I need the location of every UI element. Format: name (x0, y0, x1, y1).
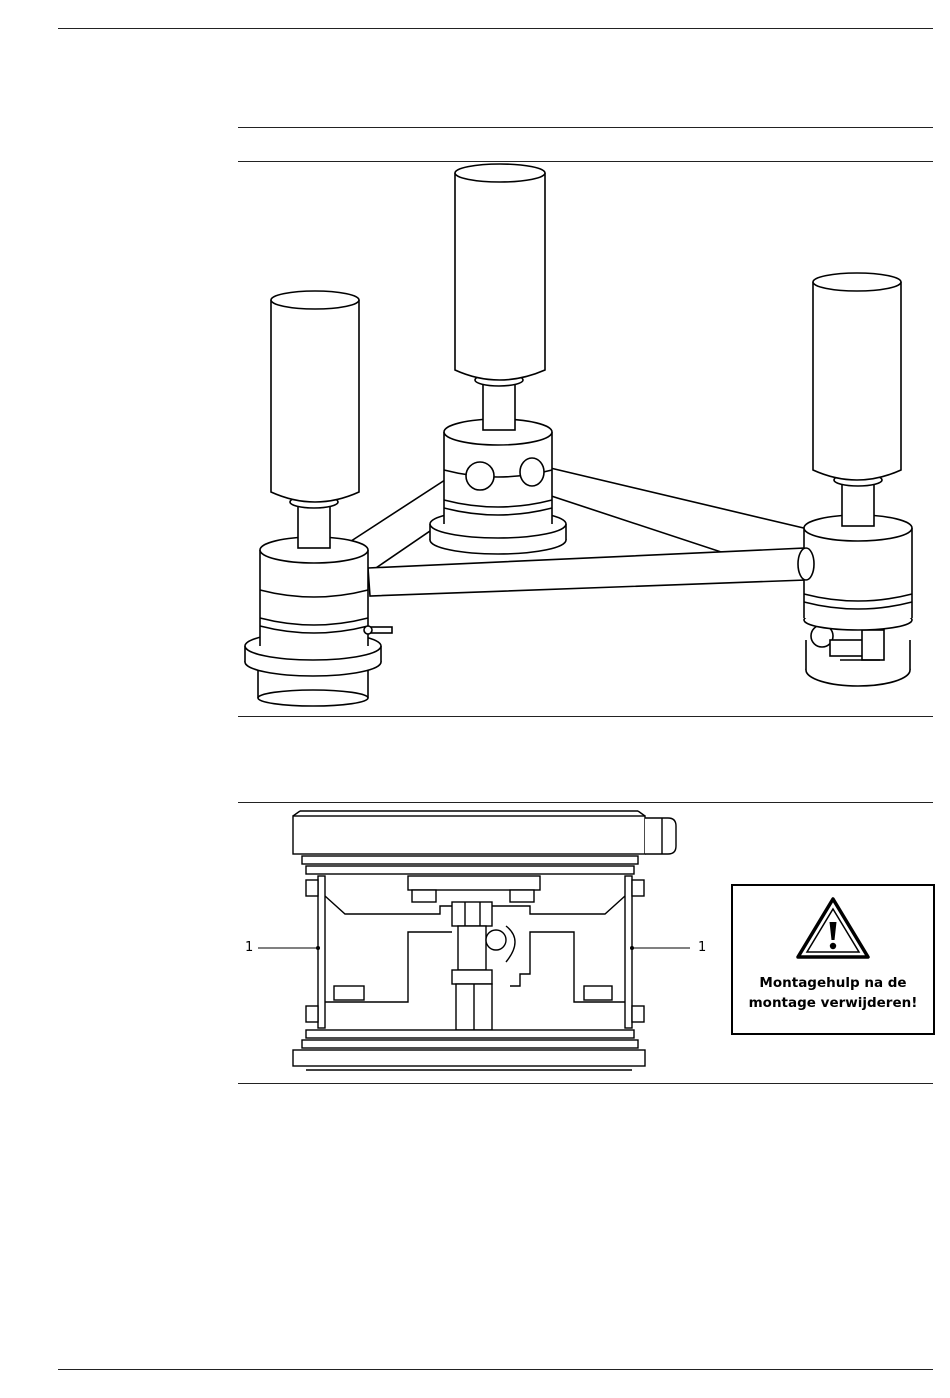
page-header-rule (58, 28, 933, 29)
load-cell-left (245, 291, 392, 706)
section-rule (238, 127, 933, 128)
load-cell-right (804, 273, 912, 686)
warning-text: Montagehulp na de montage verwijderen! (733, 973, 933, 1013)
figure2-bottom-rule (238, 1083, 933, 1084)
callout-number-left: 1 (245, 940, 253, 955)
warning-text-line2: montage verwijderen! (733, 993, 933, 1013)
tube-left-right (368, 548, 806, 596)
mounting-aid-illustration (238, 803, 698, 1083)
warning-label: Montagehulp na de montage verwijderen! (731, 884, 935, 1035)
mounting-aid-left-plate (318, 876, 325, 1028)
warning-triangle-icon (795, 896, 871, 960)
figure-bottom-rule (238, 716, 933, 717)
load-cell-assembly-illustration (238, 162, 938, 716)
load-cell-center (430, 164, 566, 554)
warning-text-line1: Montagehulp na de (733, 973, 933, 993)
mounting-aid-right-plate (625, 876, 632, 1028)
callout-number-right: 1 (698, 940, 706, 955)
page-footer-rule (58, 1369, 933, 1370)
